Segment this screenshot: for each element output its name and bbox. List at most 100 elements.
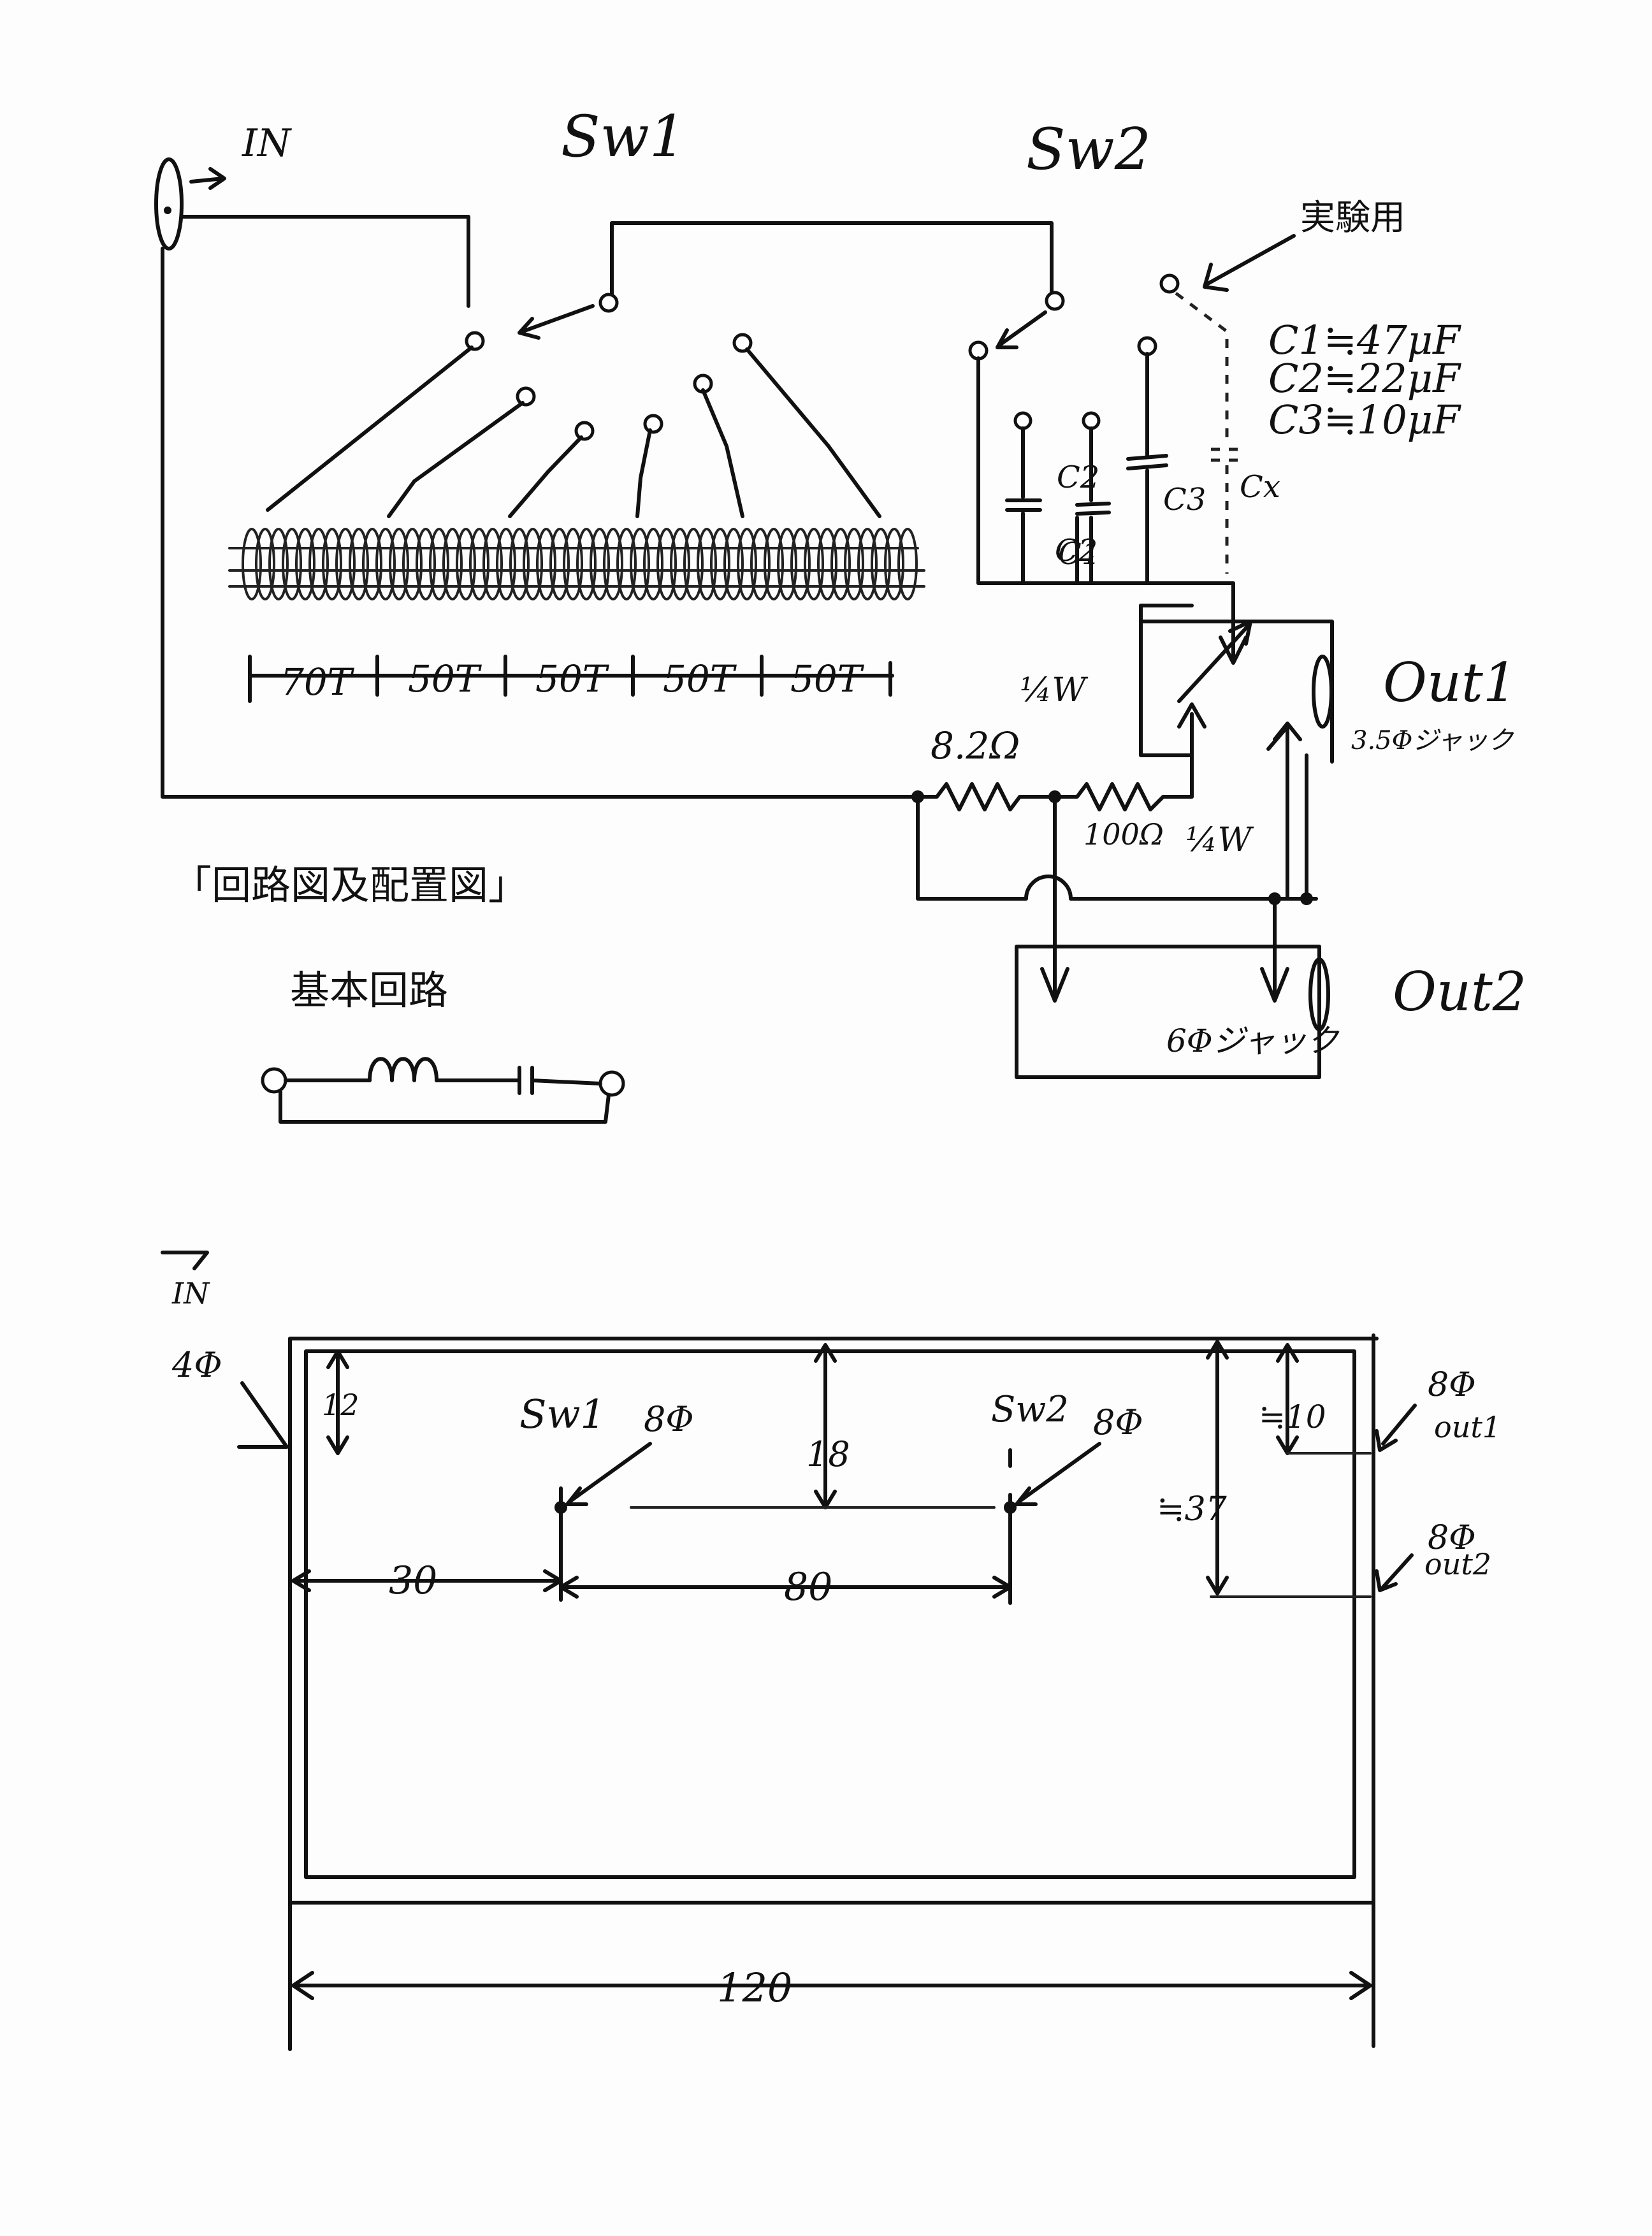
coil-turn (362, 528, 382, 600)
label-turns-1: 70T (280, 660, 355, 704)
sw2-common-terminal (1045, 291, 1065, 311)
coil-turn (777, 528, 797, 600)
coil-turn (884, 528, 904, 600)
circuit-diagram: IN Sw1 70T 50T 50T 50T 50T (154, 103, 1526, 1124)
label-experiment: 実験用 (1300, 197, 1405, 238)
label-sw2: Sw2 (1026, 116, 1151, 183)
panel-inner-outline (304, 1349, 1356, 1879)
coil-turn (402, 528, 423, 600)
coil-turn (844, 528, 864, 600)
coil-turn (697, 528, 717, 600)
coil-turn (268, 528, 289, 600)
input-arrow (189, 167, 226, 190)
coil-turn (563, 528, 583, 600)
turns-dimension-ticks (248, 655, 892, 703)
dim-80-line (559, 1576, 1012, 1599)
out1-hole-leader (1375, 1404, 1417, 1452)
label-r1: 8.2Ω (931, 724, 1020, 767)
coil-turn (322, 528, 342, 600)
sw2-terminal-cx (1159, 273, 1180, 294)
coil-windings (242, 528, 918, 600)
dim-30-line (291, 1569, 563, 1592)
tap-wire-6 (745, 347, 881, 518)
label-dim-18: 18 (806, 1434, 850, 1474)
label-turns-3: 50T (535, 657, 610, 701)
coil-turn (429, 528, 449, 600)
hole-in-leader (237, 1381, 289, 1449)
label-turns-5: 50T (790, 657, 865, 701)
volume-box-left (1139, 604, 1194, 757)
label-out1-hole: 8Φ (1428, 1366, 1476, 1404)
capacitor-c2a (1075, 426, 1111, 585)
coil-turn (683, 528, 704, 600)
label-layout-sw1: Sw1 (519, 1391, 605, 1437)
sw2-terminal-c2b (1082, 411, 1101, 430)
dim-120-line (291, 1971, 1372, 2000)
tap-wire-4 (635, 428, 652, 518)
resistor-r2 (1053, 782, 1194, 811)
coil-turn (670, 528, 690, 600)
coil-turn (295, 528, 315, 600)
out2-hole-leader (1375, 1553, 1414, 1592)
coil-turn (616, 528, 637, 600)
label-layout-sw2: Sw2 (991, 1389, 1069, 1430)
wire-return (161, 247, 913, 799)
capacitor-cx-wire (1175, 292, 1229, 446)
label-dim-30: 30 (389, 1558, 437, 1603)
sw1-tap-terminal-1 (465, 331, 485, 351)
coil-turn (790, 528, 811, 600)
label-out2-jack: 6Φジャック (1166, 1022, 1340, 1059)
label-quarter-watt-2: ¼W (1185, 821, 1254, 859)
coil-turn (656, 528, 677, 600)
coil-turn (509, 528, 530, 600)
coil-turn (549, 528, 570, 600)
coil-turn (523, 528, 543, 600)
coil-turn (590, 528, 610, 600)
tap-wire-3 (508, 435, 583, 518)
label-c3: C3 (1163, 482, 1206, 518)
sw2-hole-leader (1015, 1442, 1101, 1506)
label-sw2-hole: 8Φ (1093, 1402, 1143, 1442)
coil-turn (804, 528, 824, 600)
label-basic-circuit: 基本回路 (290, 967, 448, 1013)
out2-ground-line (1260, 897, 1289, 1003)
wire-sw1-to-sw2 (610, 221, 1054, 301)
coil-turn (255, 528, 275, 600)
label-turns-2: 50T (408, 657, 482, 701)
label-quarter-watt-1: ¼W (1020, 671, 1088, 709)
coil-turn (242, 528, 262, 600)
label-in-top: IN (242, 121, 293, 166)
coil-turn (442, 528, 463, 600)
sw2-terminal-c2a (1013, 411, 1032, 430)
coil-turn (308, 528, 329, 600)
volume-feed (1177, 702, 1206, 799)
coil-turn (737, 528, 757, 600)
coil-turn (723, 528, 744, 600)
coil-turn (389, 528, 409, 600)
label-dim-80: 80 (784, 1565, 832, 1609)
coil-turn (536, 528, 556, 600)
capacitor-cx (1211, 447, 1246, 462)
coil-turn (643, 528, 663, 600)
panel-layout-drawing: IN 4Φ 12 Sw1 8Φ 18 Sw2 8Φ 30 80 (161, 1251, 1501, 2051)
coil-turn (630, 528, 650, 600)
label-sw1: Sw1 (561, 103, 686, 170)
sw1-common-terminal (598, 293, 619, 313)
label-c3-value: C3≒10μF (1268, 396, 1461, 443)
coil-turn (857, 528, 878, 600)
label-c1-value: C1≒47μF (1268, 317, 1461, 363)
cap-bank-return-wire (976, 356, 1235, 585)
basic-circuit-diagram (261, 1057, 625, 1124)
label-out1-jack: 3.5Φジャック (1351, 726, 1514, 755)
sw1-tap-terminal-6 (732, 333, 753, 353)
coil-turn (416, 528, 436, 600)
coil-turn (603, 528, 623, 600)
label-in-bottom: IN (171, 1276, 210, 1310)
sw1-tap-terminal-2 (516, 386, 536, 407)
sw2-wiper-arrow (996, 310, 1047, 349)
dim-18-line (814, 1343, 837, 1509)
out2-jack (1308, 957, 1330, 1031)
coil-turn (817, 528, 837, 600)
